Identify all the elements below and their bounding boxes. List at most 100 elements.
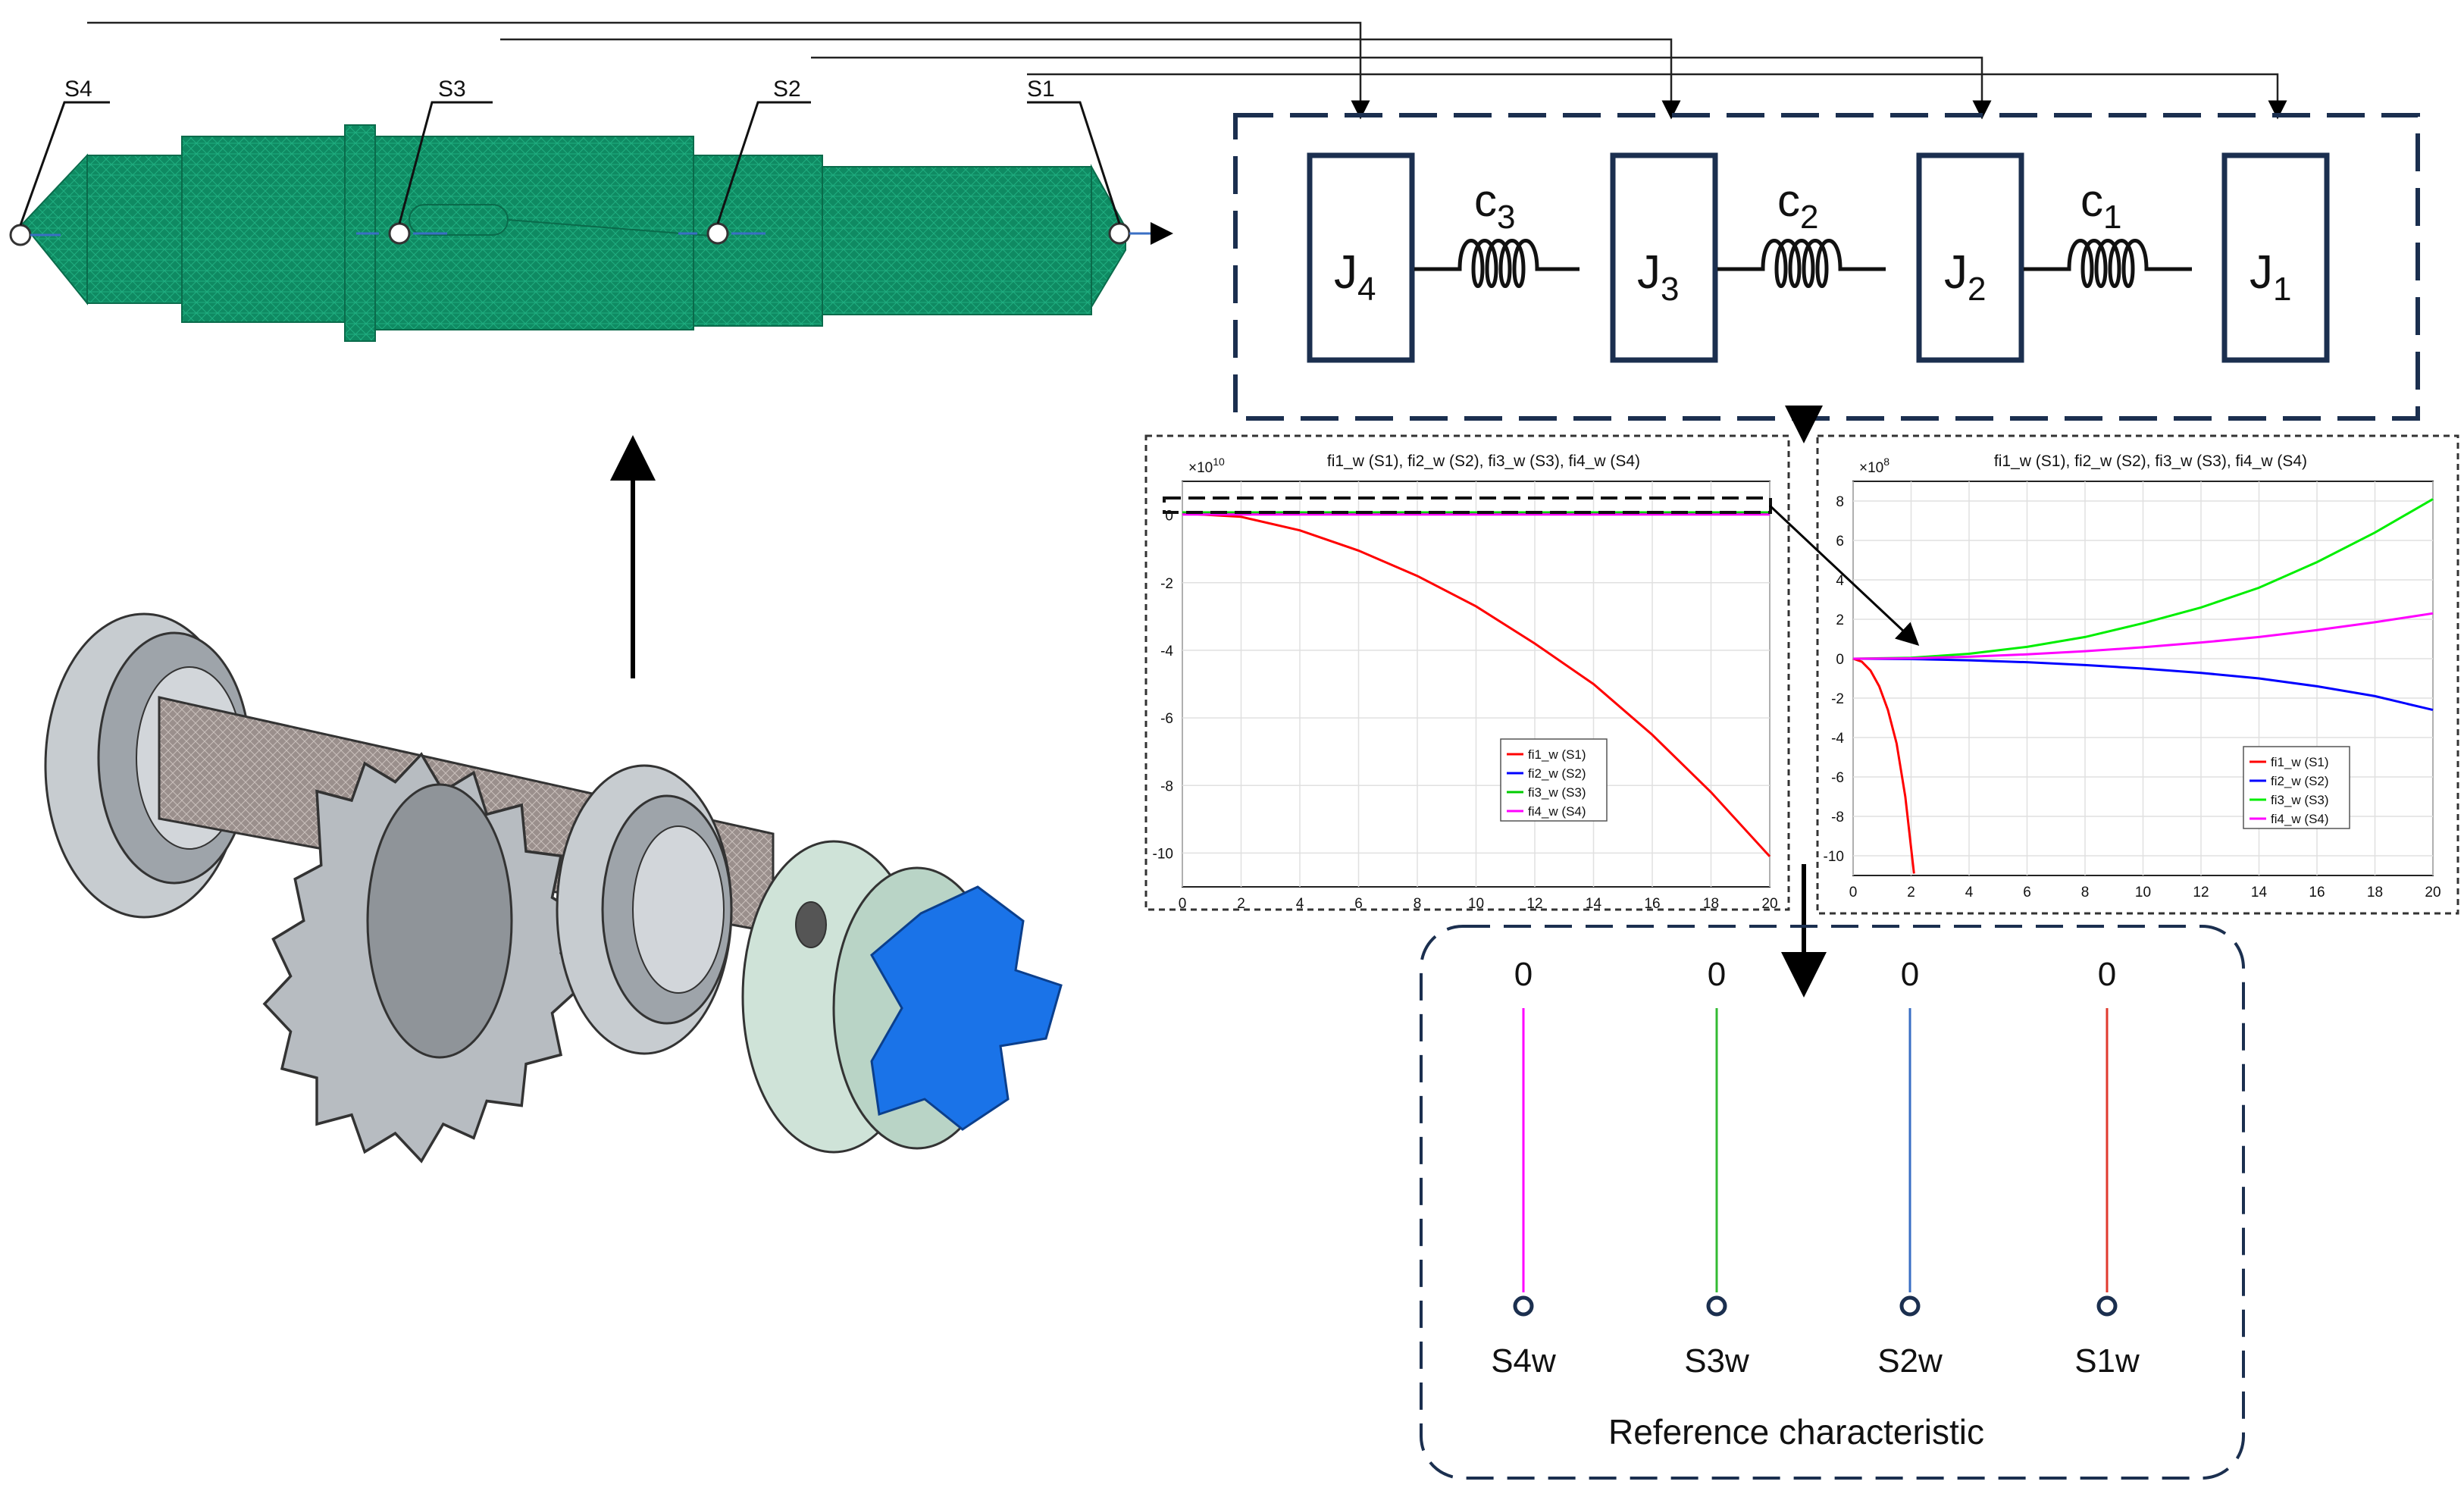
section-label-s4: S4 [64, 77, 92, 102]
reference-zero-label: 0 [1901, 956, 1919, 993]
y-tick-label: -2 [1160, 576, 1173, 592]
section-label-s3: S3 [438, 77, 466, 102]
y-tick-label: -10 [1824, 849, 1844, 865]
spring-label-c3: c3 [1474, 175, 1515, 236]
y-tick-label: -10 [1153, 846, 1173, 862]
shaft-model [21, 124, 1126, 342]
legend-label: fi4_w (S4) [2271, 812, 2329, 826]
legend-label: fi1_w (S1) [2271, 755, 2329, 769]
y-tick-label: 4 [1836, 573, 1844, 589]
x-tick-label: 2 [1237, 896, 1245, 912]
y-tick-label: 6 [1836, 534, 1844, 550]
x-tick-label: 8 [1414, 896, 1422, 912]
x-tick-label: 12 [1526, 896, 1542, 912]
legend-label: fi2_w (S2) [2271, 774, 2329, 788]
section-node-s1 [1108, 222, 1131, 245]
inertia-block-j2 [1916, 152, 2024, 363]
y-tick-label: 0 [1836, 652, 1844, 668]
reference-node-label: S1w [2074, 1342, 2140, 1380]
section-label-s1: S1 [1027, 77, 1055, 102]
inertia-block-j3 [1610, 152, 1718, 363]
reference-node [2096, 1295, 2118, 1317]
y-tick-label: 8 [1836, 494, 1844, 510]
x-tick-label: 4 [1965, 885, 1974, 900]
chart-title: fi1_w (S1), fi2_w (S2), fi3_w (S3), fi4_… [1994, 453, 2307, 470]
y-tick-label: -6 [1831, 770, 1844, 786]
x-tick-label: 10 [2135, 885, 2151, 900]
reference-node [1706, 1295, 1727, 1317]
series-line [1852, 657, 2434, 712]
zoom-highlight [1163, 496, 1920, 647]
x-tick-label: 16 [2309, 885, 2325, 900]
x-tick-label: 10 [1468, 896, 1484, 912]
legend-label: fi3_w (S3) [2271, 793, 2329, 807]
x-tick-label: 16 [1644, 896, 1660, 912]
x-tick-label: 0 [1849, 885, 1858, 900]
x-tick-label: 20 [2425, 885, 2441, 900]
section-node-s3 [388, 222, 411, 245]
y-tick-label: -2 [1831, 691, 1844, 707]
legend-label: fi2_w (S2) [1528, 766, 1586, 781]
chart-legend: fi1_w (S1) fi2_w (S2) fi3_w (S3) fi4_w (S4) [1500, 738, 1608, 822]
legend-label: fi3_w (S3) [1528, 785, 1586, 800]
reference-node-label: S2w [1877, 1342, 1943, 1380]
inertia-block-j4 [1307, 152, 1415, 363]
x-tick-label: 18 [2367, 885, 2383, 900]
reference-node [1899, 1295, 1921, 1317]
inertia-label-j3: J3 [1637, 246, 1679, 308]
inertia-label-j2: J2 [1944, 246, 1986, 308]
section-connectors [87, 21, 2287, 120]
x-tick-label: 6 [1354, 896, 1363, 912]
spring-c2 [1717, 239, 1886, 288]
legend-label: fi1_w (S1) [1528, 747, 1586, 762]
legend-label: fi4_w (S4) [1528, 804, 1586, 819]
section-node-s4 [9, 224, 32, 246]
series-line [1182, 512, 1771, 857]
x-tick-label: 6 [2023, 885, 2031, 900]
spring-c1 [2024, 239, 2192, 288]
y-tick-label: -4 [1160, 644, 1173, 659]
gear-assembly-model [44, 612, 1063, 1164]
chart-title: fi1_w (S1), fi2_w (S2), fi3_w (S3), fi4_… [1327, 453, 1640, 470]
x-tick-label: 12 [2193, 885, 2209, 900]
series-line [1852, 657, 1915, 874]
reference-title: Reference characteristic [1608, 1412, 1984, 1452]
inertia-label-j4: J4 [1334, 246, 1376, 308]
y-tick-label: -4 [1831, 731, 1844, 747]
shaft-section-markers: S4 S3 S2 S1 [9, 77, 1171, 246]
inertia-label-j1: J1 [2250, 246, 2291, 308]
x-tick-label: 20 [1761, 896, 1777, 912]
reference-zero-label: 0 [2098, 956, 2116, 993]
x-tick-label: 14 [1586, 896, 1602, 912]
legend-box [1500, 738, 1608, 822]
legend-box [2243, 746, 2350, 829]
section-label-s2: S2 [773, 77, 801, 102]
chart-left: 0 2 4 6 8 10 12 14 16 18 20 0 -2 -4 -6 -8 -10 fi1_w (S1),… [1153, 453, 1778, 912]
series-line [1852, 498, 2434, 660]
spring-label-c1: c1 [2080, 175, 2121, 236]
series-line [1852, 612, 2434, 660]
x-tick-label: 0 [1179, 896, 1187, 912]
y-tick-label: -8 [1831, 810, 1844, 825]
y-tick-label: 0 [1165, 509, 1173, 525]
section-node-s2 [706, 222, 729, 245]
y-tick-label: -6 [1160, 711, 1173, 727]
reference-node-label: S3w [1684, 1342, 1749, 1380]
chart-legend: fi1_w (S1) fi2_w (S2) fi3_w (S3) fi4_w (S4) [2243, 746, 2350, 829]
reference-zero-label: 0 [1708, 956, 1726, 993]
reference-node-label: S4w [1491, 1342, 1556, 1380]
x-tick-label: 18 [1703, 896, 1719, 912]
inertia-block-j1 [2221, 152, 2330, 363]
y-tick-label: 2 [1836, 612, 1844, 628]
spring-c3 [1414, 239, 1580, 288]
spring-label-c2: c2 [1777, 175, 1818, 236]
x-tick-label: 8 [2081, 885, 2090, 900]
lumped-model-panel: J4 J3 J2 J1 c3 c2 c1 [1233, 113, 2420, 443]
x-tick-label: 4 [1296, 896, 1304, 912]
x-tick-label: 14 [2251, 885, 2268, 900]
y-tick-label: -8 [1160, 778, 1173, 794]
reference-node [1513, 1295, 1534, 1317]
x-tick-label: 2 [1907, 885, 1915, 900]
